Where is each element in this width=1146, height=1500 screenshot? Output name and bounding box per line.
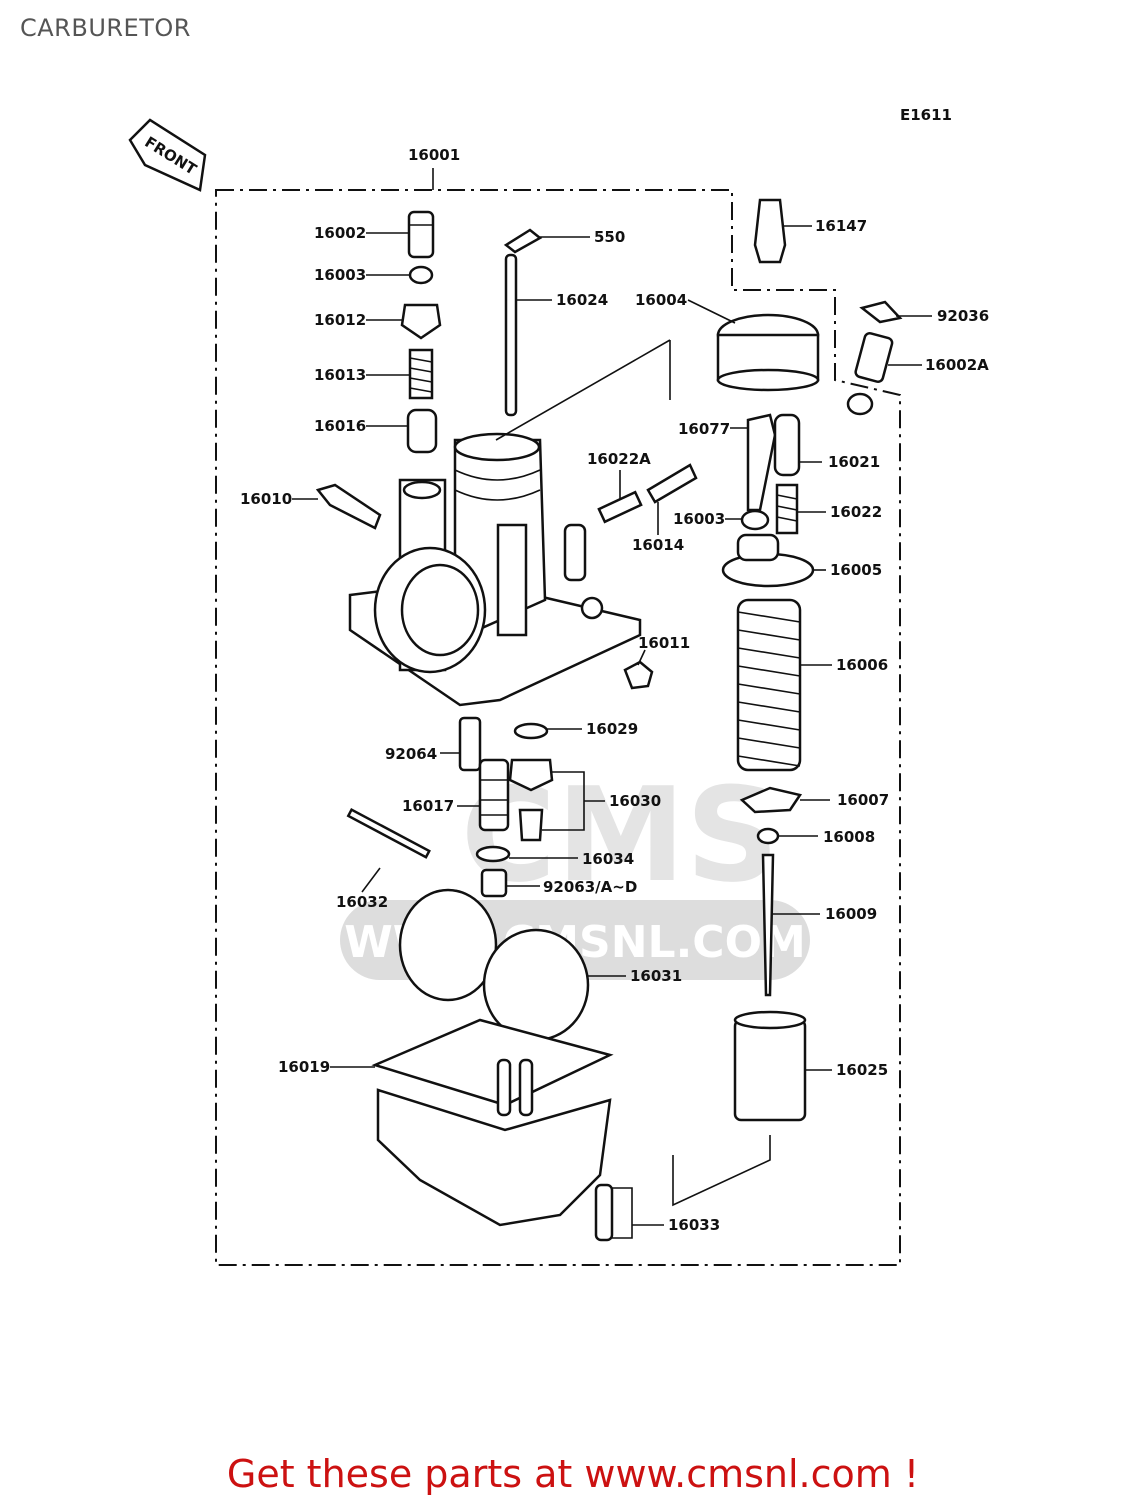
part-16034-washer[interactable]	[475, 845, 511, 863]
label-16019[interactable]: 16019	[278, 1058, 330, 1076]
label-16003-b[interactable]: 16003	[673, 510, 725, 528]
part-16017-needle-jet[interactable]	[478, 758, 510, 832]
part-16024-rod[interactable]	[504, 253, 518, 417]
label-16029[interactable]: 16029	[586, 720, 638, 738]
label-16030[interactable]: 16030	[609, 792, 661, 810]
label-16010[interactable]: 16010	[240, 490, 292, 508]
assembly-frame	[215, 189, 901, 1266]
label-16005[interactable]: 16005	[830, 561, 882, 579]
label-16016[interactable]: 16016	[314, 417, 366, 435]
part-16004-top-cap[interactable]	[716, 313, 820, 392]
label-16014[interactable]: 16014	[632, 536, 684, 554]
part-16016-plunger[interactable]	[406, 408, 438, 454]
label-16013[interactable]: 16013	[314, 366, 366, 384]
label-16077[interactable]: 16077	[678, 420, 730, 438]
part-16008-clip[interactable]	[756, 827, 780, 845]
part-labels: 16001 16002 16003 16012 16013 16016 1601…	[240, 146, 989, 1234]
label-16003[interactable]: 16003	[314, 266, 366, 284]
part-16029-washer[interactable]	[513, 722, 549, 740]
part-16032-pin[interactable]	[346, 808, 431, 859]
part-16013-spring[interactable]	[408, 348, 434, 400]
diagram-code: E1611	[900, 106, 952, 124]
promo-link[interactable]: Get these parts at www.cmsnl.com !	[226, 1452, 920, 1496]
part-16012-nut[interactable]	[400, 303, 442, 340]
part-92036-clip[interactable]	[859, 300, 903, 324]
part-16021-screw[interactable]	[773, 413, 801, 477]
label-16022[interactable]: 16022	[830, 503, 882, 521]
label-16004[interactable]: 16004	[635, 291, 687, 309]
part-16033-screw[interactable]	[594, 1183, 614, 1242]
part-16002A-adjuster[interactable]	[854, 331, 894, 383]
label-16021[interactable]: 16021	[828, 453, 880, 471]
part-92063-main-jet[interactable]	[480, 868, 508, 898]
part-16009-needle[interactable]	[761, 853, 775, 997]
part-16005-holder[interactable]	[721, 533, 815, 588]
part-16003-nut-b[interactable]	[740, 509, 770, 531]
part-16147-cap[interactable]	[753, 198, 787, 264]
label-16011[interactable]: 16011	[638, 634, 690, 652]
label-16032[interactable]: 16032	[336, 893, 388, 911]
label-16022A[interactable]: 16022A	[587, 450, 651, 468]
label-16012[interactable]: 16012	[314, 311, 366, 329]
front-arrow-icon: FRONT	[128, 118, 207, 192]
exploded-parts-diagram: WWW.CMSNL.COM CMS FRONT E1611	[128, 106, 989, 1266]
part-16019-float-bowl[interactable]	[371, 1018, 614, 1227]
part-16014-screw[interactable]	[646, 463, 698, 504]
label-16031[interactable]: 16031	[630, 967, 682, 985]
part-16077-lever[interactable]	[746, 413, 777, 512]
label-16147[interactable]: 16147	[815, 217, 867, 235]
part-16001-carb-body[interactable]	[348, 432, 642, 707]
part-16025-throttle-valve[interactable]	[733, 1010, 807, 1122]
label-92064[interactable]: 92064	[385, 745, 437, 763]
label-16008[interactable]: 16008	[823, 828, 875, 846]
part-16010-screw[interactable]	[315, 483, 382, 530]
page-title: CARBURETOR	[20, 14, 191, 42]
label-16006[interactable]: 16006	[836, 656, 888, 674]
label-16033[interactable]: 16033	[668, 1216, 720, 1234]
part-550-clip[interactable]	[503, 228, 543, 254]
part-16002-cap[interactable]	[407, 210, 435, 259]
label-16025[interactable]: 16025	[836, 1061, 888, 1079]
label-16002A[interactable]: 16002A	[925, 356, 989, 374]
part-16022-spring[interactable]	[775, 483, 799, 535]
part-16030-valve[interactable]	[508, 758, 554, 842]
label-16001[interactable]: 16001	[408, 146, 460, 164]
part-16007-plate[interactable]	[739, 786, 803, 814]
part-16006-spring[interactable]	[736, 598, 802, 772]
leader-lines	[292, 225, 932, 1239]
part-16003-nut[interactable]	[408, 265, 434, 285]
part-92064-jet[interactable]	[458, 716, 482, 772]
label-16007[interactable]: 16007	[837, 791, 889, 809]
part-16022A-spring[interactable]	[597, 490, 643, 524]
label-16002[interactable]: 16002	[314, 224, 366, 242]
label-16017[interactable]: 16017	[402, 797, 454, 815]
label-92036[interactable]: 92036	[937, 307, 989, 325]
label-16034[interactable]: 16034	[582, 850, 634, 868]
label-550[interactable]: 550	[594, 228, 625, 246]
label-16009[interactable]: 16009	[825, 905, 877, 923]
label-92063[interactable]: 92063/A~D	[543, 878, 637, 896]
part-16011-screw[interactable]	[623, 660, 654, 690]
part-16031-float[interactable]	[398, 888, 590, 1042]
label-16024[interactable]: 16024	[556, 291, 608, 309]
